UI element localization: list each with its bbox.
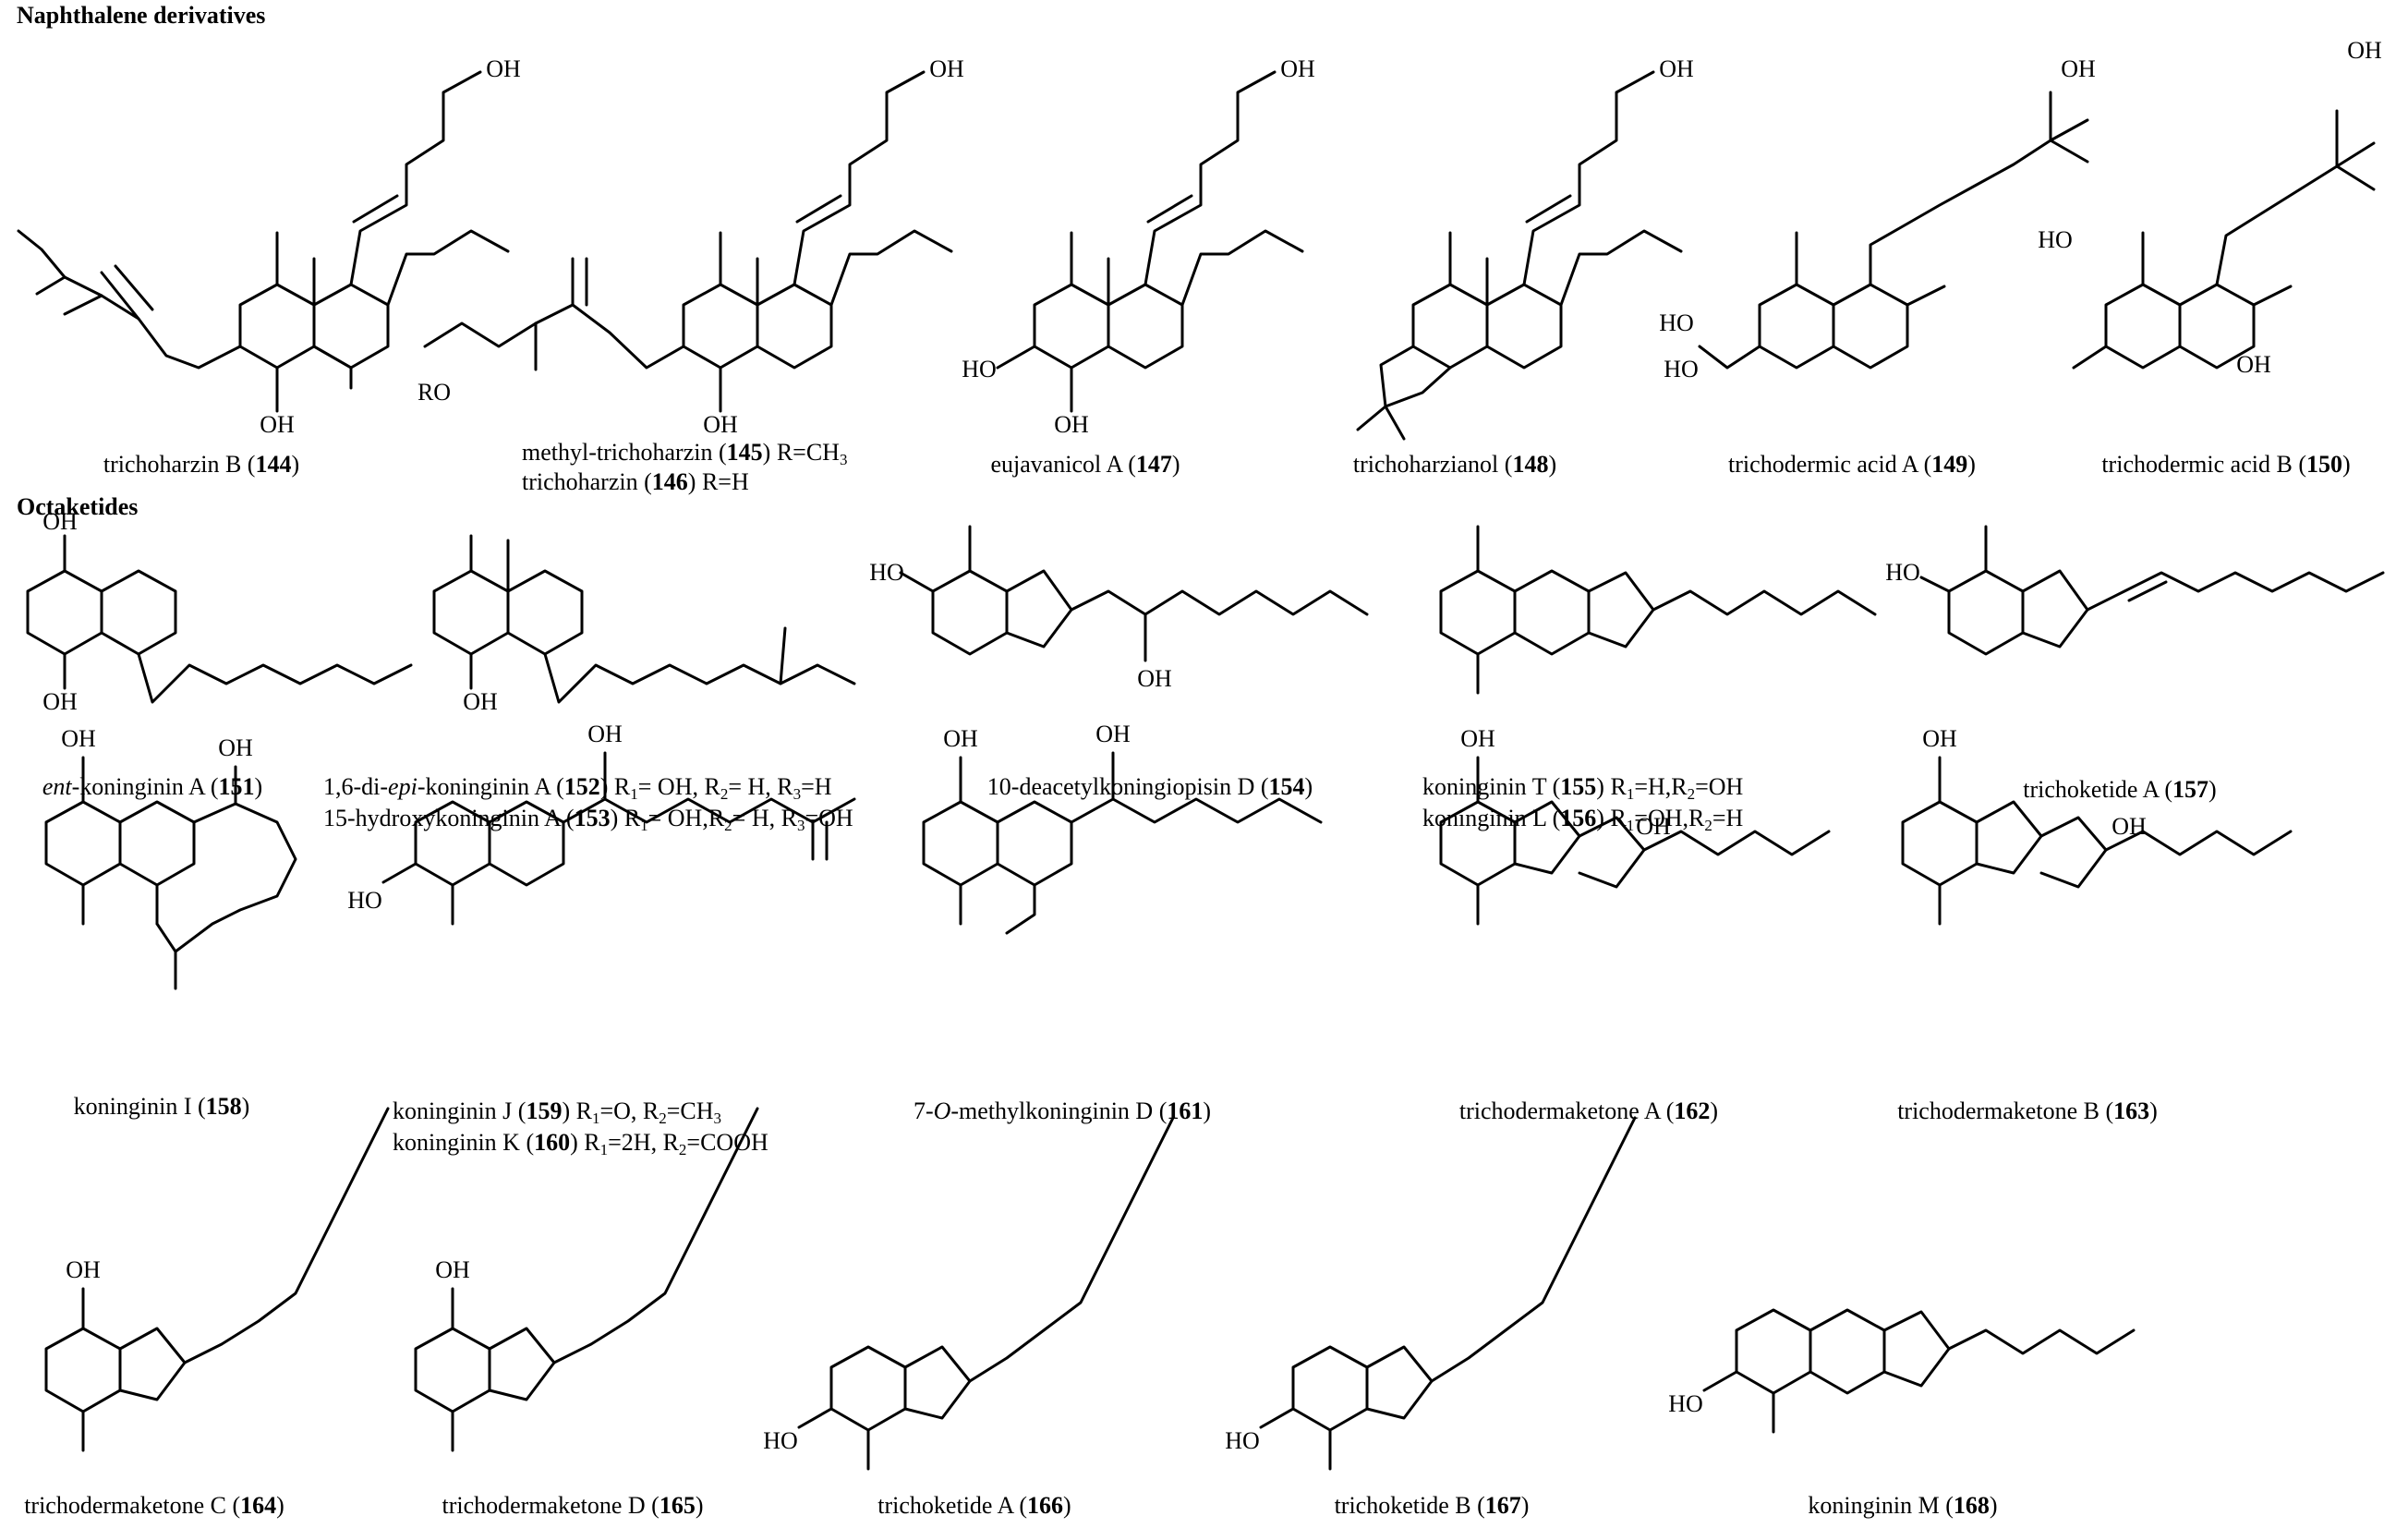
- caption-163: trichodermaketone B (163): [1897, 1097, 2158, 1124]
- structure-167: [1259, 1116, 1637, 1471]
- caption-161: 7-O-methylkoninginin D (161): [913, 1097, 1212, 1124]
- caption-165: trichodermaketone D (165): [442, 1492, 704, 1519]
- structure-150: [2072, 109, 2376, 370]
- atom-label-oh: OH: [61, 725, 96, 752]
- caption-144: trichoharzin B (144): [103, 451, 300, 478]
- atom-label-oh: OH: [943, 725, 978, 752]
- caption-158: koninginin I (158): [73, 1093, 250, 1120]
- atom-label-oh: OH: [1636, 813, 1671, 840]
- structure-166: [797, 1116, 1175, 1471]
- caption-150: trichodermic acid B (150): [2101, 451, 2351, 478]
- structure-152-153: [432, 534, 856, 704]
- structure-151: [26, 534, 413, 704]
- atom-label-oh: OH: [463, 688, 498, 715]
- atom-label-ho: HO: [347, 887, 382, 914]
- structure-145-146: [423, 70, 953, 413]
- structure-148: [1356, 70, 1683, 441]
- caption-168: koninginin M (168): [1808, 1492, 1998, 1519]
- caption-146: trichoharzin (146) R=H: [522, 468, 749, 495]
- structure-149: [1698, 91, 2089, 370]
- atom-label-oh: OH: [1054, 411, 1089, 438]
- atom-label-oh: OH: [435, 1256, 470, 1283]
- caption-147: eujavanicol A (147): [990, 451, 1180, 478]
- atom-label-oh: OH: [1137, 665, 1172, 692]
- caption-155: koninginin T (155) R1=H,R2=OH: [1422, 773, 1744, 803]
- atom-label-oh: OH: [42, 508, 78, 535]
- atom-label-oh: OH: [1280, 55, 1315, 82]
- atom-label-ho: HO: [1664, 356, 1699, 382]
- caption-162: trichodermaketone A (162): [1458, 1097, 1719, 1124]
- caption-154: 10-deacetylkoningiopisin D (154): [986, 773, 1313, 800]
- atom-label-ho: HO: [1225, 1427, 1260, 1454]
- atom-label-oh: OH: [929, 55, 964, 82]
- structure-165: [414, 1107, 759, 1452]
- section-title-naphthalene: Naphthalene derivatives: [17, 2, 266, 29]
- structure-164: [44, 1107, 390, 1452]
- atom-label-oh: OH: [1460, 725, 1495, 752]
- atom-label-ho: HO: [763, 1427, 798, 1454]
- atom-label-oh: OH: [1095, 721, 1131, 747]
- atom-label-oh: OH: [2347, 37, 2382, 64]
- atom-label-oh: OH: [2112, 813, 2147, 840]
- atom-label-oh: OH: [1922, 725, 1957, 752]
- caption-164: trichodermaketone C (164): [24, 1492, 284, 1519]
- atom-label-ho: HO: [869, 559, 904, 586]
- structure-147: [996, 70, 1304, 413]
- atom-label-ho: HO: [2038, 226, 2073, 253]
- caption-145: methyl-trichoharzin (145) R=CH3: [522, 439, 848, 468]
- atom-label-oh: OH: [66, 1256, 101, 1283]
- atom-label-oh: OH: [42, 688, 78, 715]
- atom-label-oh: OH: [2236, 351, 2271, 378]
- atom-label-oh: OH: [486, 55, 521, 82]
- atom-label-oh: OH: [703, 411, 738, 438]
- atom-label-ho: HO: [1885, 559, 1920, 586]
- structure-144: [17, 70, 510, 413]
- caption-148: trichoharzianol (148): [1352, 451, 1557, 478]
- atom-label-oh: OH: [1659, 55, 1694, 82]
- caption-167: trichoketide B (167): [1334, 1492, 1530, 1519]
- caption-149: trichodermic acid A (149): [1728, 451, 1976, 478]
- atom-label-oh: OH: [2061, 55, 2096, 82]
- caption-160: koninginin K (160) R1=2H, R2=COOH: [393, 1129, 768, 1158]
- caption-157: trichoketide A (157): [2023, 776, 2217, 803]
- atom-label-ho: HO: [1668, 1390, 1703, 1417]
- structure-163: [1901, 756, 2293, 926]
- atom-label-ho: HO: [962, 356, 997, 382]
- structure-162: [1439, 756, 1831, 926]
- structure-154: [899, 525, 1369, 662]
- structure-168: [1702, 1308, 2136, 1434]
- atom-label-oh: OH: [218, 734, 253, 761]
- structure-158: [44, 756, 297, 990]
- atom-label-oh: OH: [260, 411, 295, 438]
- atom-label-oh: OH: [587, 721, 623, 747]
- caption-152: 1,6-di-epi-koninginin A (152) R1= OH, R2…: [323, 773, 832, 803]
- caption-153: 15-hydroxykoninginin A (153) R1= OH,R2= …: [323, 805, 853, 834]
- structure-155-156: [1439, 525, 1877, 695]
- section-title-octaketides: Octaketides: [17, 493, 139, 520]
- structure-157: [1919, 525, 2385, 656]
- atom-label-ro: RO: [417, 379, 452, 406]
- caption-159: koninginin J (159) R1=O, R2=CH3: [393, 1097, 722, 1127]
- caption-166: trichoketide A (166): [877, 1492, 1071, 1519]
- structure-161: [922, 751, 1323, 935]
- caption-156: koninginin L (156) R1=OH,R2=H: [1422, 805, 1744, 834]
- structure-159-160: [381, 751, 856, 926]
- atom-label-ho: HO: [1659, 309, 1694, 336]
- caption-151: ent-koninginin A (151): [42, 773, 263, 800]
